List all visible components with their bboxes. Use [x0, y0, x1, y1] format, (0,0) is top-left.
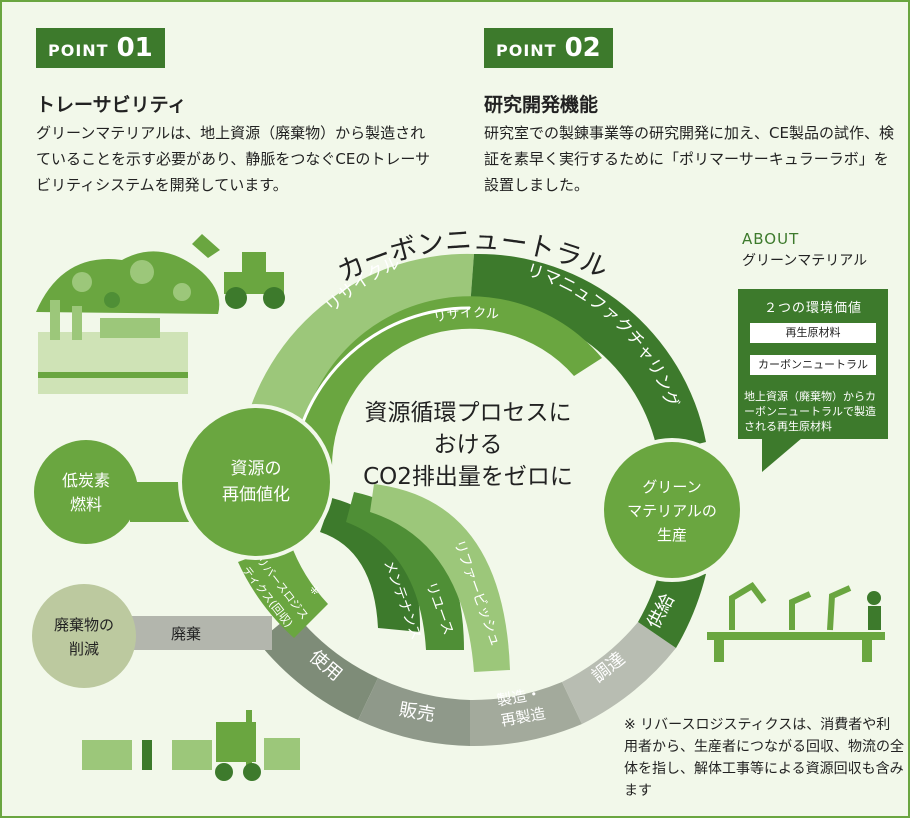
segment-procurement: [562, 622, 676, 724]
point-01-body: グリーンマテリアルは、地上資源（廃棄物）から製造されていることを示す必要があり、…: [36, 124, 431, 194]
resource-revaluation-node: [178, 404, 334, 560]
resource-revaluation-line-1: 資源の: [231, 459, 282, 479]
segment-manufacturing: [470, 682, 582, 747]
resource-revaluation-line-2: 再価値化: [222, 485, 290, 505]
low-carbon-line-2: 燃料: [70, 495, 102, 514]
green-material-line-3: 生産: [657, 526, 687, 544]
disposal-arrow: [128, 616, 272, 650]
factory-illustration: [38, 300, 188, 394]
waste-reduction-line-1: 廃棄物の: [54, 616, 114, 634]
point-01-title: トレーサビリティ: [36, 94, 187, 116]
waste-reduction-node: [32, 584, 136, 688]
values-description: 地上資源（廃棄物）からカーボンニュートラルで製造される再生原材料: [744, 390, 876, 433]
waste-reduction-line-2: 削減: [69, 640, 99, 658]
disposal-label: 廃棄: [171, 625, 201, 643]
point-number: 02: [564, 33, 601, 63]
point-label: POINT: [48, 41, 109, 60]
forklift-illustration: [82, 710, 300, 781]
point-02-badge: POINT 02: [484, 28, 613, 68]
about-callout-pointer: [762, 438, 802, 472]
reverse-logistics-footnote: ※ リバースロジスティクスは、消費者や利用者から、生産者につながる回収、物流の全…: [624, 717, 904, 799]
center-line-2: おける: [434, 432, 503, 458]
values-title: ２つの環境価値: [763, 301, 862, 316]
recycle-inner-band: [298, 296, 602, 468]
center-line-3: CO2排出量をゼロに: [363, 464, 573, 490]
low-carbon-fuel-node: [34, 440, 138, 544]
about-values-box: ２つの環境価値 再生原材料 カーボンニュートラル 地上資源（廃棄物）からカーボン…: [738, 289, 888, 439]
reverse-logistics-band: [238, 542, 328, 638]
about-label: ABOUT: [742, 230, 800, 248]
recycle-inner-label: リサイクル: [432, 306, 499, 326]
refurbish-loop: [370, 484, 510, 672]
waste-pile-illustration: [36, 251, 220, 314]
about-subtitle: グリーンマテリアル: [742, 253, 868, 269]
low-carbon-line-1: 低炭素: [62, 471, 110, 490]
segment-supply: [638, 562, 706, 648]
value-recycled-material: 再生原材料: [750, 323, 876, 343]
reverse-logistics-mark: ※: [310, 584, 319, 597]
point-01-badge: POINT 01: [36, 28, 165, 68]
green-material-line-2: マテリアルの: [627, 502, 717, 520]
robot-arm-factory-illustration: [707, 582, 885, 662]
remanufacturing-band: [470, 253, 706, 454]
wheel-loader-illustration: [192, 234, 285, 309]
segment-use: [258, 612, 378, 720]
reuse-loop: [346, 492, 464, 650]
point-02-body: 研究室での製錬事業等の研究開発に加え、CE製品の試作、検証を素早く実行するために…: [484, 124, 894, 194]
green-material-node: [600, 438, 744, 582]
point-label: POINT: [496, 41, 557, 60]
green-material-line-1: グリーン: [642, 478, 701, 496]
maintenance-loop: [320, 498, 421, 632]
point-02-title: 研究開発機能: [484, 94, 599, 116]
point-number: 01: [116, 33, 153, 63]
center-line-1: 資源循環プロセスに: [365, 400, 572, 426]
segment-sales: [358, 678, 470, 746]
value-carbon-neutral: カーボンニュートラル: [750, 355, 876, 375]
